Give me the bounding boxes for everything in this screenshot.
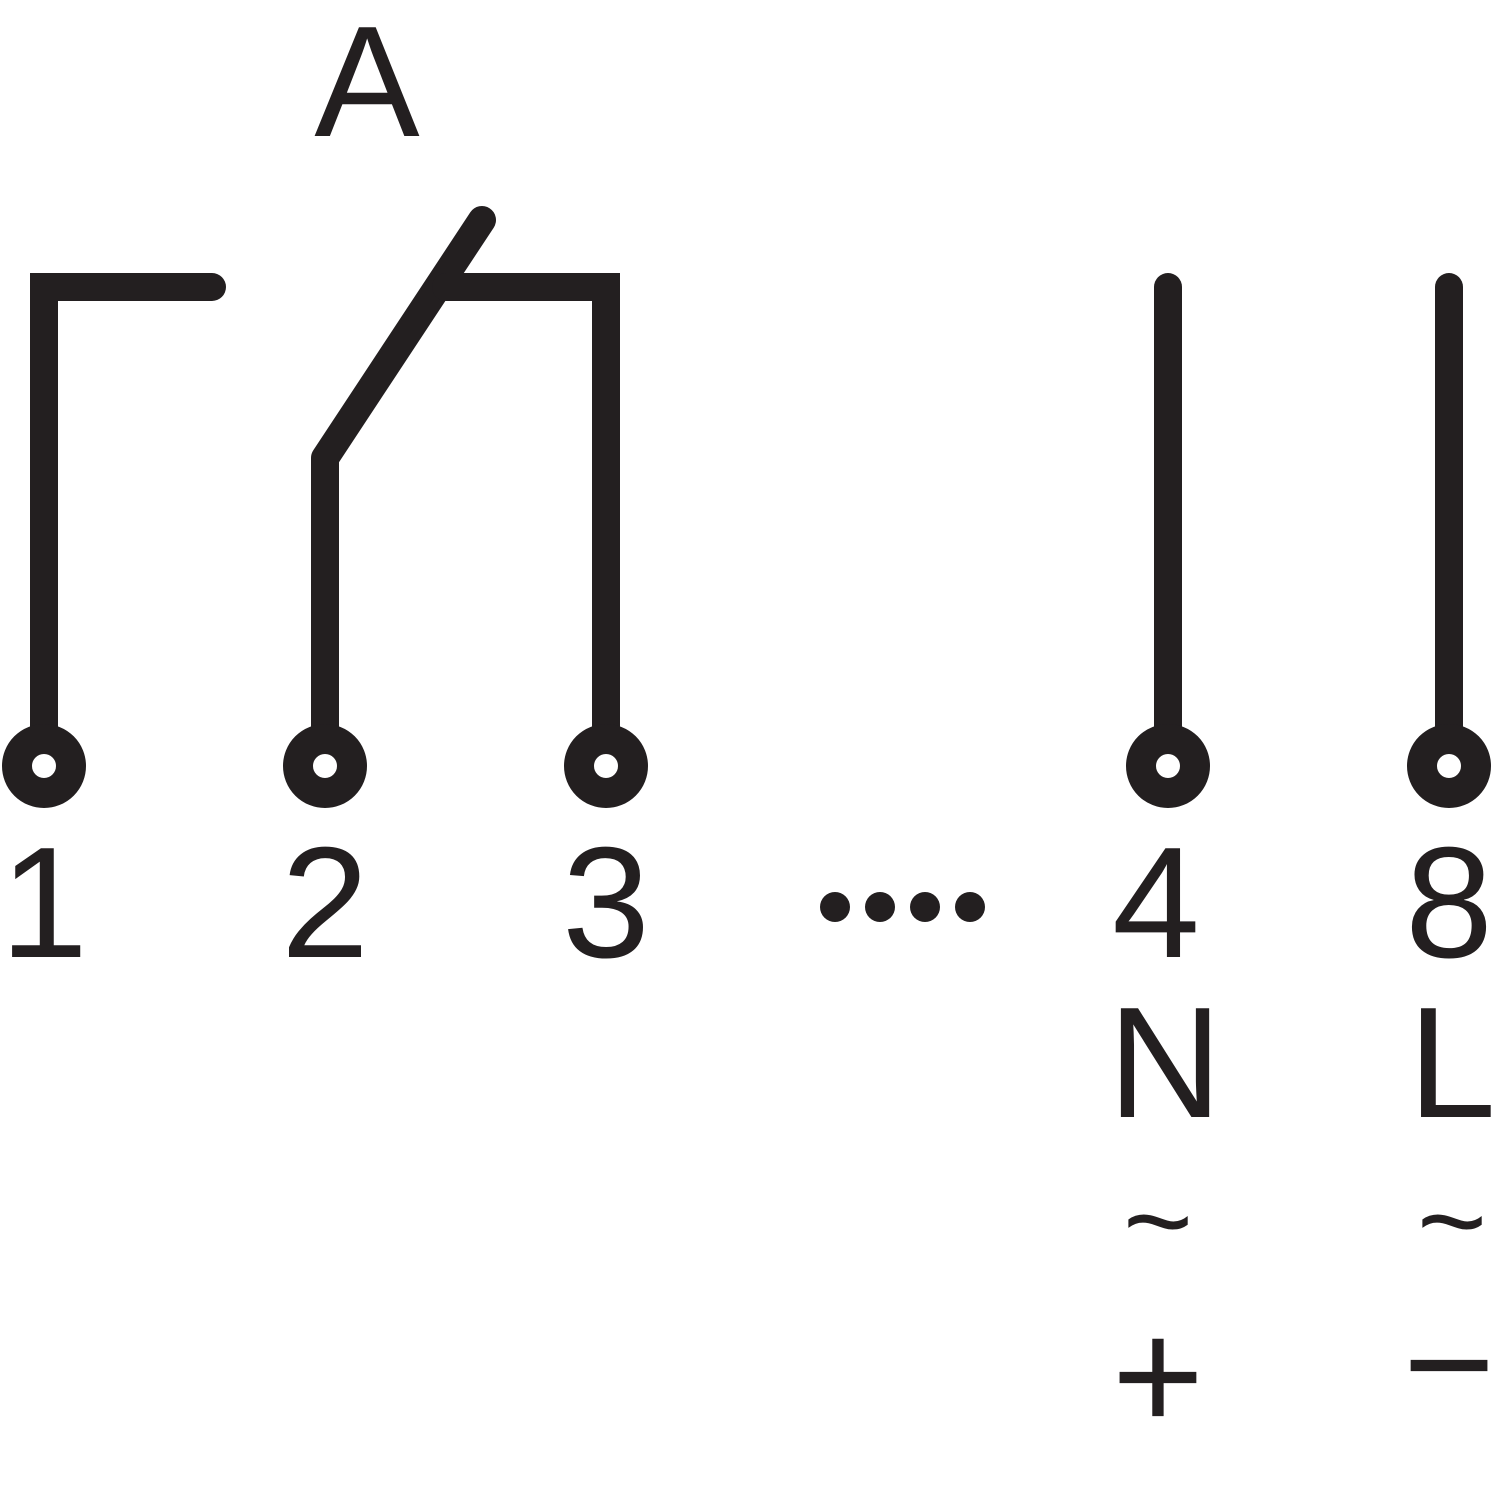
terminal-8-line-label: L [1408,975,1496,1151]
ellipsis-dot [910,892,940,922]
wire-terminal-1 [30,273,226,756]
terminal-3-label: 3 [562,815,650,991]
ellipsis-text: ···· [901,919,903,921]
terminal-4-line-label: N [1108,975,1222,1151]
terminal-1-label: 1 [0,815,88,991]
terminal-4-label: 4 [1112,815,1200,991]
terminal-8-dc-label: − [1403,1276,1495,1452]
switch-lever [311,206,496,756]
ellipsis-dots [820,892,985,922]
ellipsis-dot [820,892,850,922]
terminal-4-ac-label: ~ [1123,1154,1193,1288]
contact-label: A [314,0,420,170]
terminal-1-connector [2,724,86,808]
terminal-2-label: 2 [281,815,369,991]
terminal-8-connector [1407,724,1491,808]
terminal-8-ac-label: ~ [1417,1154,1487,1288]
terminal-2-connector [283,724,367,808]
terminal-4-connector [1126,724,1210,808]
ellipsis-dot [955,892,985,922]
terminal-8-label: 8 [1405,815,1493,991]
wire-terminal-3 [432,273,620,756]
ellipsis-dot [865,892,895,922]
terminal-3-connector [564,724,648,808]
terminal-4-dc-label: + [1112,1288,1204,1464]
